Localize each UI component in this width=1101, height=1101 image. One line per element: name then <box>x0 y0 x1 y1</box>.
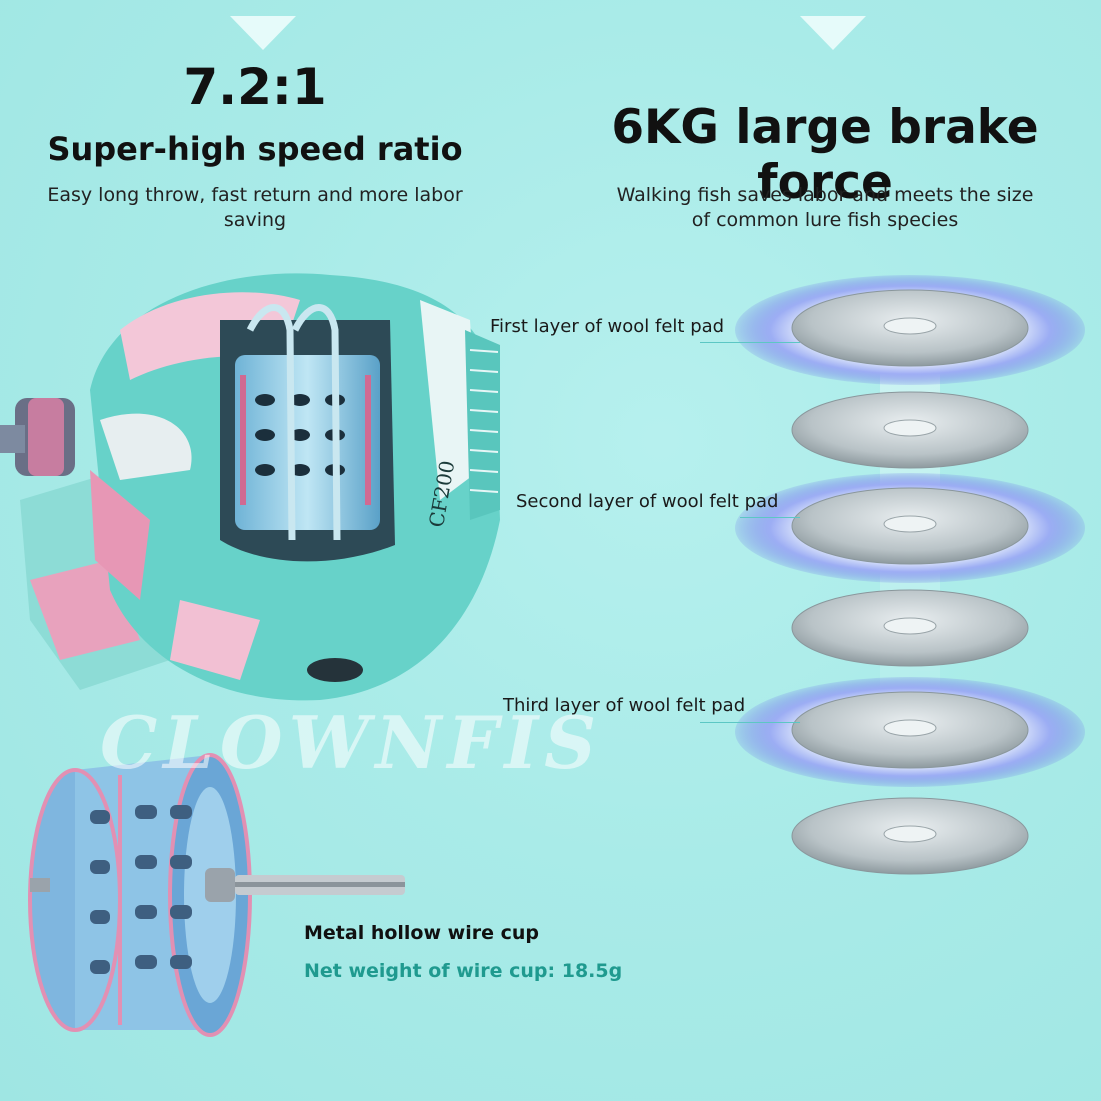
pad-leader-second <box>740 517 800 518</box>
pad-leader-third <box>700 722 800 723</box>
pad-label-first: First layer of wool felt pad <box>490 316 725 337</box>
wire-cup <box>28 753 405 1037</box>
cup-weight: Net weight of wire cup: 18.5g <box>304 960 623 982</box>
pointer-triangle-left <box>230 16 296 50</box>
pad-label-third: Third layer of wool felt pad <box>503 695 746 716</box>
brake-title: 6KG large brake force <box>611 100 1039 210</box>
speed-description: Easy long throw, fast return and more la… <box>40 183 470 233</box>
speed-title: Super-high speed ratio <box>47 130 463 168</box>
pad-label-second: Second layer of wool felt pad <box>516 491 779 512</box>
brake-description: Walking fish saves labor and meets the s… <box>590 183 1060 233</box>
watermark-logo: CLOWNFIS <box>100 700 603 785</box>
speed-desc-line-2: saving <box>223 209 287 231</box>
reel-body <box>0 273 500 701</box>
speed-ratio-value: 7.2:1 <box>183 58 327 116</box>
brake-desc-line-2: of common lure fish species <box>691 209 959 231</box>
pointer-triangle-right <box>800 16 866 50</box>
brake-desc-line-1: Walking fish saves labor and meets the s… <box>616 184 1034 206</box>
cup-title: Metal hollow wire cup <box>304 922 539 944</box>
pad-leader-first <box>700 342 800 343</box>
brake-disc-stack <box>735 275 1085 875</box>
speed-desc-line-1: Easy long throw, fast return and more la… <box>47 184 463 206</box>
